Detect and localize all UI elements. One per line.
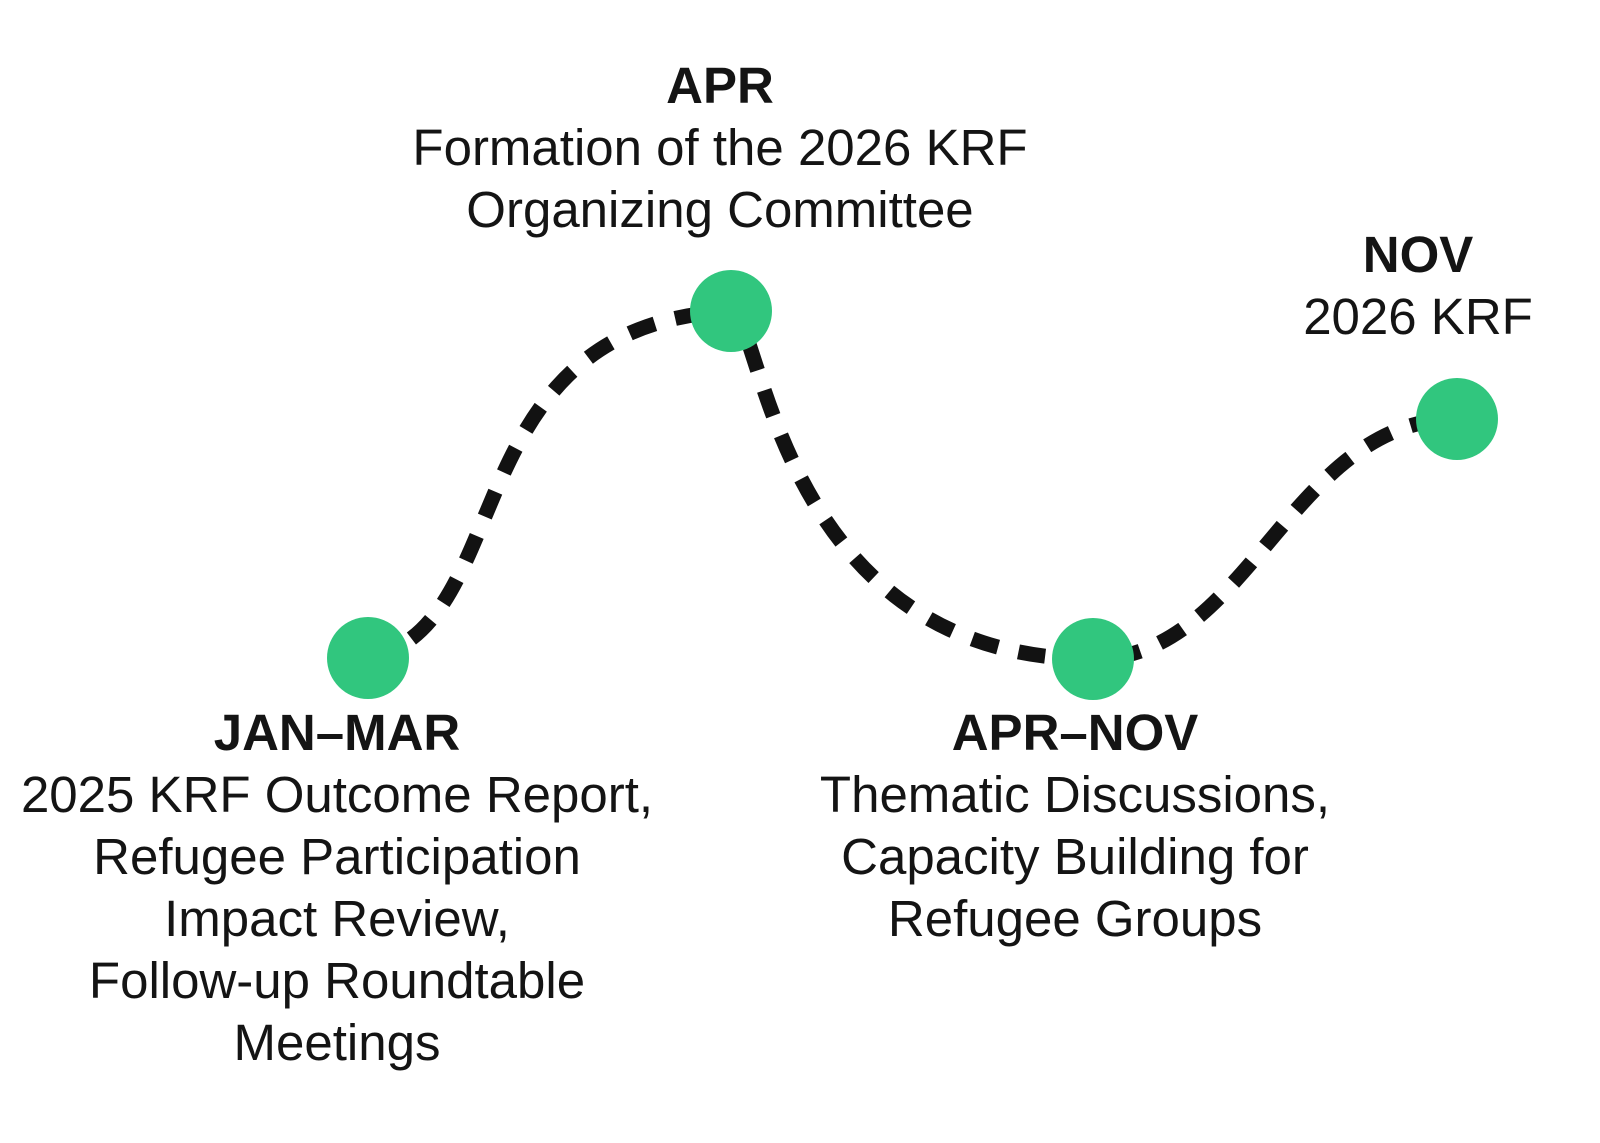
milestone-label-jan-mar: JAN–MAR 2025 KRF Outcome Report, Refugee… bbox=[21, 702, 653, 1074]
milestone-description-line: Follow-up Roundtable bbox=[88, 952, 586, 1009]
milestone-description-line: Thematic Discussions, bbox=[819, 766, 1331, 823]
milestone-node-apr-nov bbox=[1052, 618, 1134, 700]
milestone-node-nov bbox=[1416, 378, 1498, 460]
milestone-label-apr-nov: APR–NOV Thematic Discussions, Capacity B… bbox=[820, 702, 1330, 950]
milestone-description-line: Refugee Participation bbox=[93, 828, 581, 885]
milestone-description-line: Meetings bbox=[233, 1014, 441, 1071]
timeline-path bbox=[366, 303, 1458, 667]
milestone-period: APR bbox=[666, 57, 774, 114]
milestone-label-apr: APR Formation of the 2026 KRF Organizing… bbox=[412, 55, 1027, 241]
milestone-description-line: Formation of the 2026 KRF bbox=[412, 119, 1028, 176]
milestone-node-jan-mar bbox=[327, 617, 409, 699]
milestone-description-line: Impact Review, bbox=[164, 890, 510, 947]
milestone-node-apr bbox=[690, 270, 772, 352]
milestone-description-line: Refugee Groups bbox=[887, 890, 1263, 947]
milestone-description-line: 2026 KRF bbox=[1303, 288, 1533, 345]
milestone-label-nov: NOV 2026 KRF bbox=[1303, 224, 1533, 348]
milestone-description-line: Capacity Building for bbox=[841, 828, 1309, 885]
milestone-period: APR–NOV bbox=[951, 704, 1199, 761]
milestone-description-line: 2025 KRF Outcome Report, bbox=[20, 766, 654, 823]
milestone-period: NOV bbox=[1362, 226, 1474, 283]
milestone-period: JAN–MAR bbox=[213, 704, 461, 761]
milestone-description-line: Organizing Committee bbox=[466, 181, 974, 238]
